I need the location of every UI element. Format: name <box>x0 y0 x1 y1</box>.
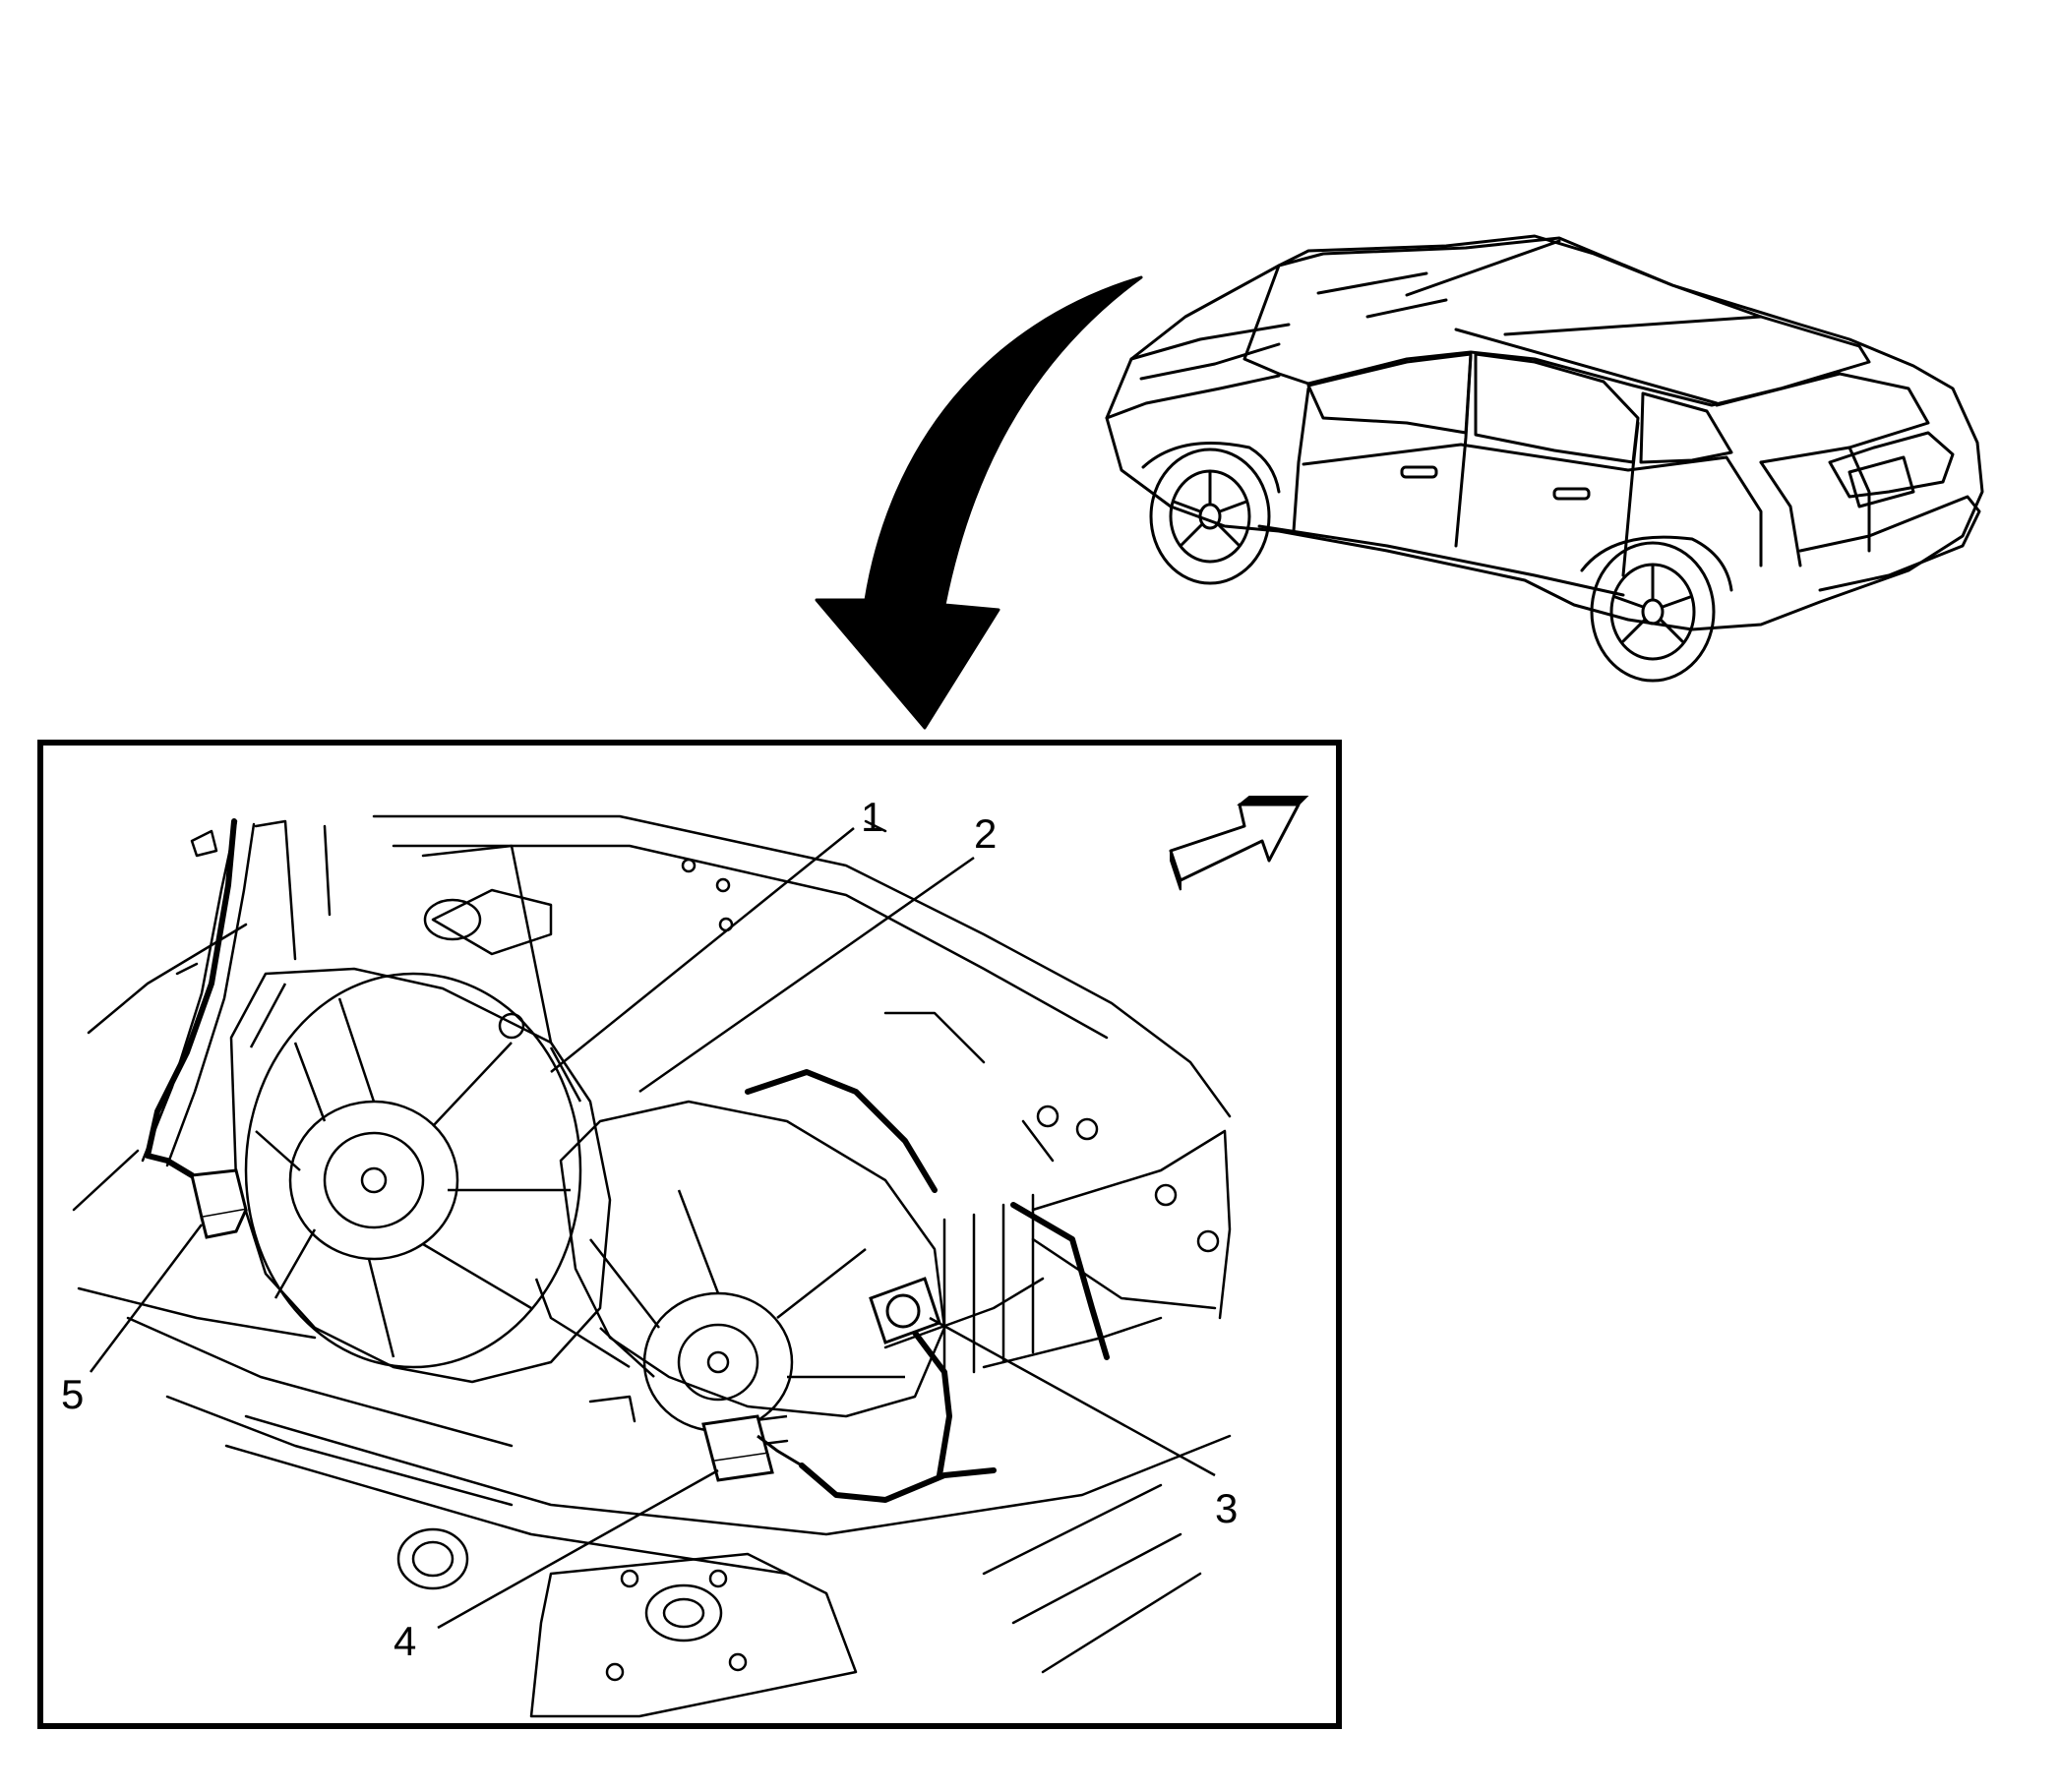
leader-line-4 <box>437 1468 719 1630</box>
connector-3 <box>869 1277 941 1344</box>
cooling-fan-left <box>229 967 612 1384</box>
connector-5 <box>190 1168 248 1239</box>
leader-lines <box>90 827 1216 1630</box>
callout-1: 1 <box>861 794 883 840</box>
leader-line-1 <box>550 827 855 1073</box>
leader-line-3 <box>929 1316 1216 1477</box>
forward-direction-arrow-icon <box>1169 803 1301 882</box>
callout-2: 2 <box>974 810 997 857</box>
callout-4: 4 <box>394 1618 416 1664</box>
leader-line-5 <box>90 1224 203 1373</box>
detail-view: 1 2 3 4 5 <box>37 740 1342 1729</box>
wiring-harness <box>145 818 1110 1503</box>
callout-3: 3 <box>1215 1485 1238 1531</box>
vehicle-location-arrow-icon <box>815 275 1143 730</box>
cooling-fan-right <box>534 1100 946 1433</box>
connector-4 <box>701 1414 803 1482</box>
leader-line-2 <box>638 856 975 1094</box>
vehicle-illustration <box>1105 234 1984 683</box>
detail-view-frame <box>37 740 1342 1729</box>
callout-5: 5 <box>61 1371 84 1417</box>
forward-direction-arrow-icon-shadow <box>1170 796 1309 891</box>
